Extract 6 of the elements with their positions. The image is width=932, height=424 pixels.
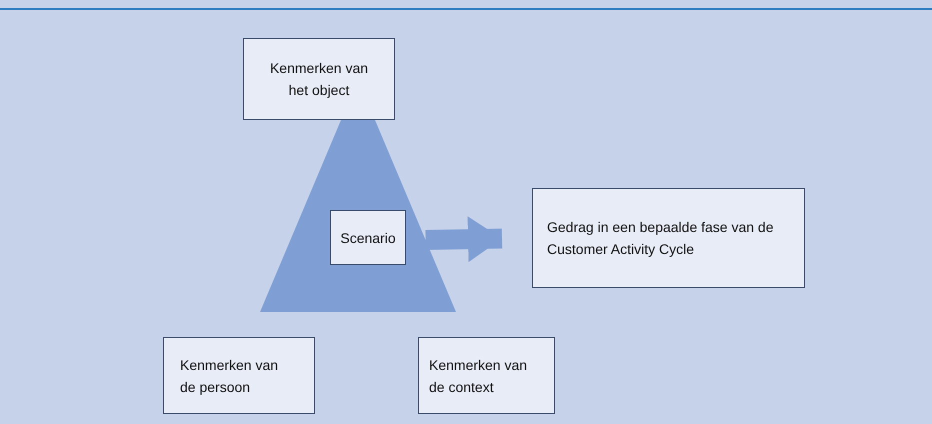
- block-arrow: [425, 216, 502, 262]
- text-box: Scenario: [330, 210, 406, 265]
- text-box: Gedrag in een bepaalde fase van de Customer Activity Cycle: [532, 188, 805, 288]
- text-box: Kenmerken van het object: [243, 38, 395, 120]
- text-box: Kenmerken van de context: [418, 337, 555, 414]
- text-box: Kenmerken van de persoon: [163, 337, 315, 414]
